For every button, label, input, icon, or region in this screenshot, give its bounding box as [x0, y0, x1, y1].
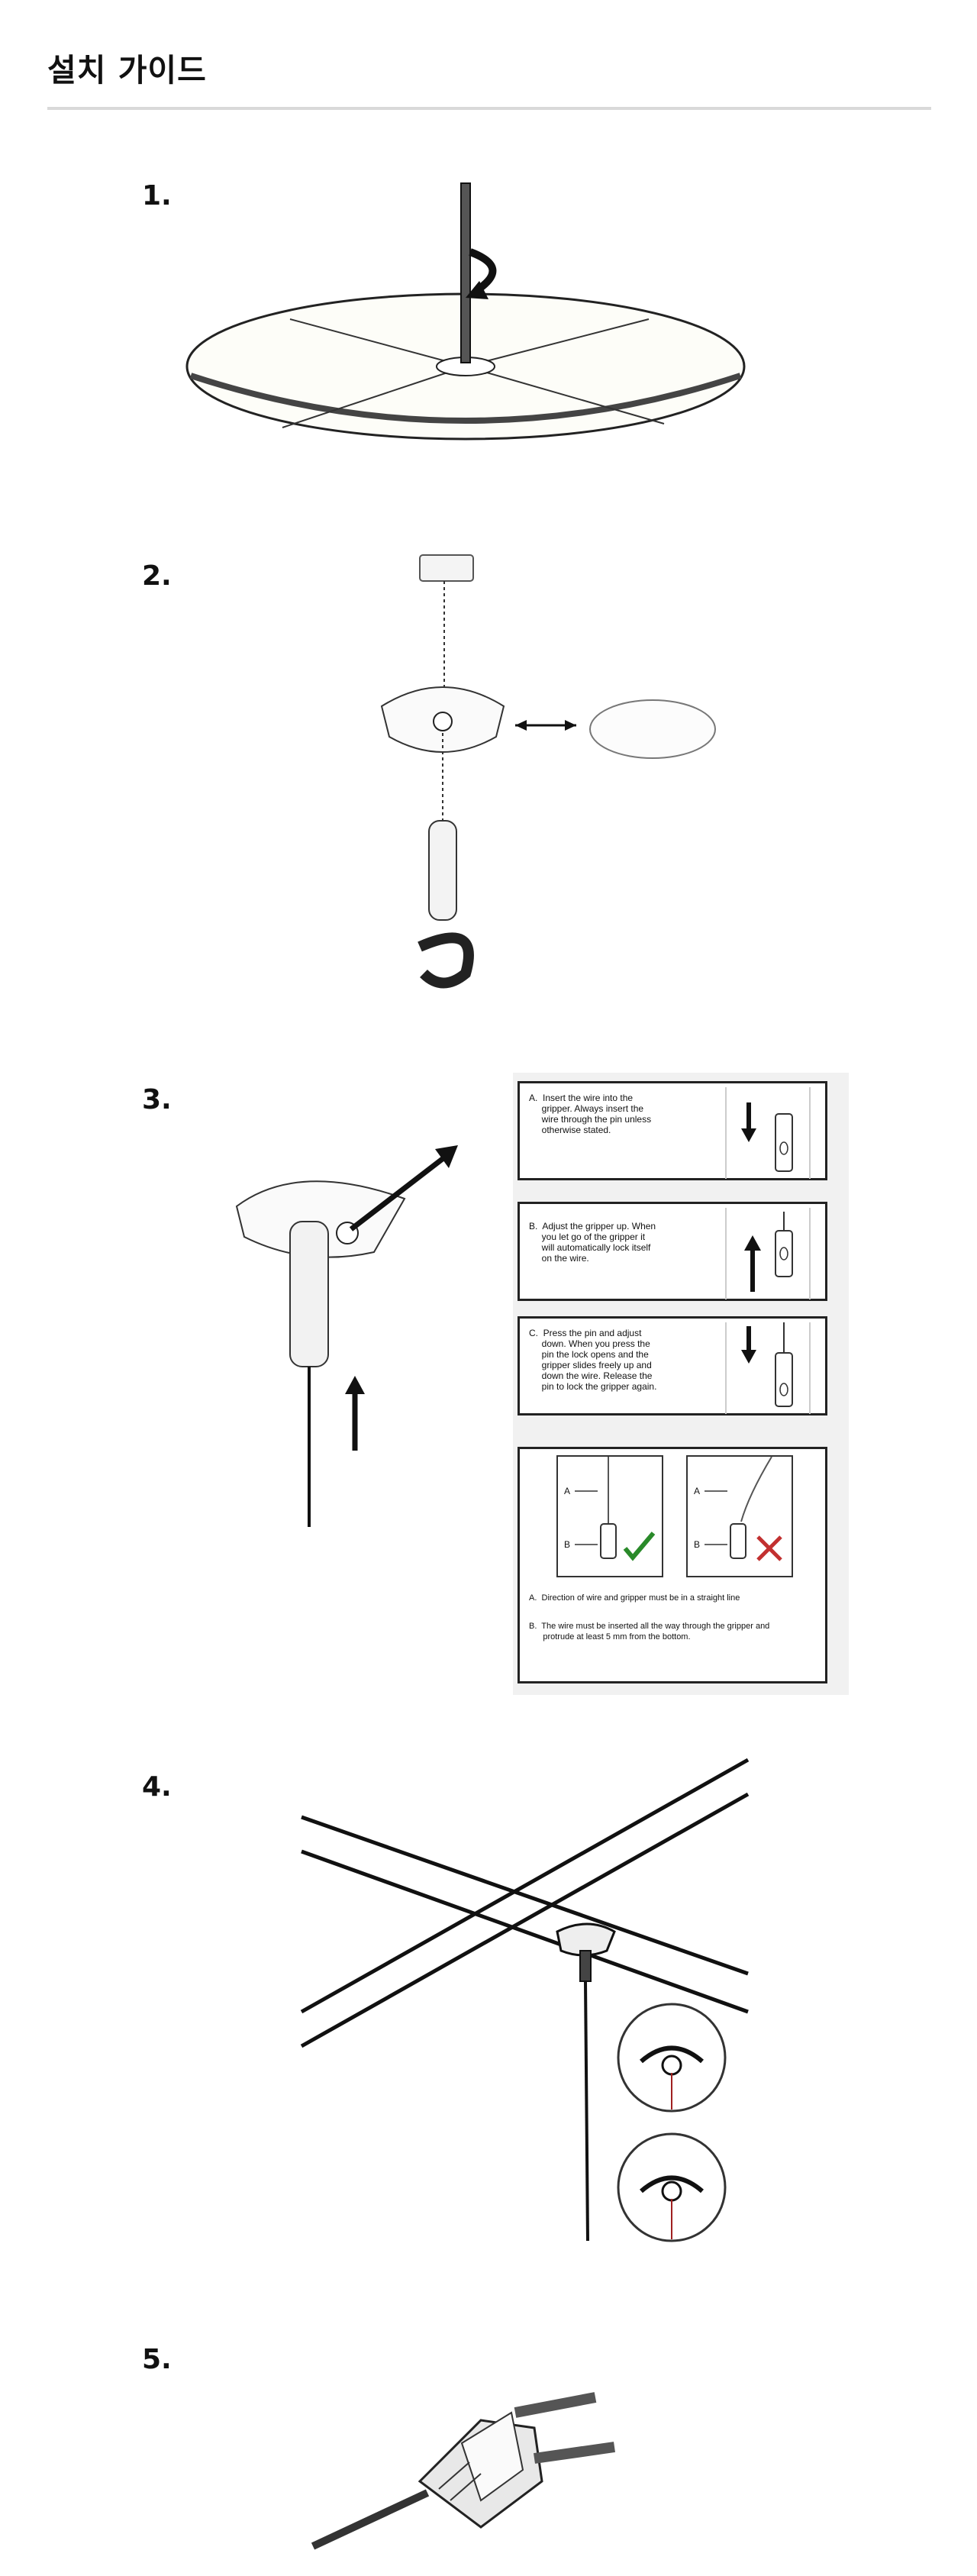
instruction-panel-a: A. Insert the wire into the gripper. Alw…: [518, 1081, 827, 1180]
step-1-number: 1.: [142, 180, 172, 211]
step-5-plug-illustration: [311, 2392, 615, 2550]
instruction-c-diagram: [725, 1322, 811, 1414]
instruction-c-text: C. Press the pin and adjust down. When y…: [529, 1328, 657, 1392]
incorrect-label-a: A: [694, 1486, 701, 1496]
page-title: 설치 가이드: [47, 52, 207, 89]
incorrect-example: A B: [686, 1455, 793, 1577]
note-b-text: B. The wire must be inserted all the way…: [529, 1622, 770, 1641]
correct-example: A B: [556, 1455, 663, 1577]
instruction-b-diagram: [725, 1208, 811, 1299]
step-1-illustration: [185, 182, 746, 441]
correct-label-b: B: [564, 1539, 571, 1550]
page-header: 설치 가이드: [47, 44, 207, 90]
step-5-number: 5.: [142, 2344, 172, 2375]
header-divider: [47, 107, 931, 110]
incorrect-label-b: B: [694, 1539, 701, 1550]
note-a-text: A. Direction of wire and gripper must be…: [529, 1593, 740, 1603]
step-4-number: 4.: [142, 1771, 172, 1803]
step-2-number: 2.: [142, 560, 172, 592]
incorrect-diagram: [705, 1456, 782, 1561]
instruction-panel-b: B. Adjust the gripper up. When you let g…: [518, 1202, 827, 1301]
step-3-number: 3.: [142, 1084, 172, 1115]
instruction-b-text: B. Adjust the gripper up. When you let g…: [529, 1221, 656, 1264]
step-4-illustration: [300, 1758, 750, 2242]
wire-direction-panel: A B A B A. Direction of wire and gripper…: [518, 1447, 827, 1683]
correct-label-a: A: [564, 1486, 571, 1496]
correct-diagram: [575, 1457, 656, 1561]
instruction-a-diagram: [725, 1087, 811, 1179]
instruction-a-text: A. Insert the wire into the gripper. Alw…: [529, 1093, 652, 1135]
step-2-illustration: [380, 554, 716, 989]
instruction-panel-c: C. Press the pin and adjust down. When y…: [518, 1316, 827, 1416]
step-3-gripper-illustration: [235, 1145, 458, 1527]
